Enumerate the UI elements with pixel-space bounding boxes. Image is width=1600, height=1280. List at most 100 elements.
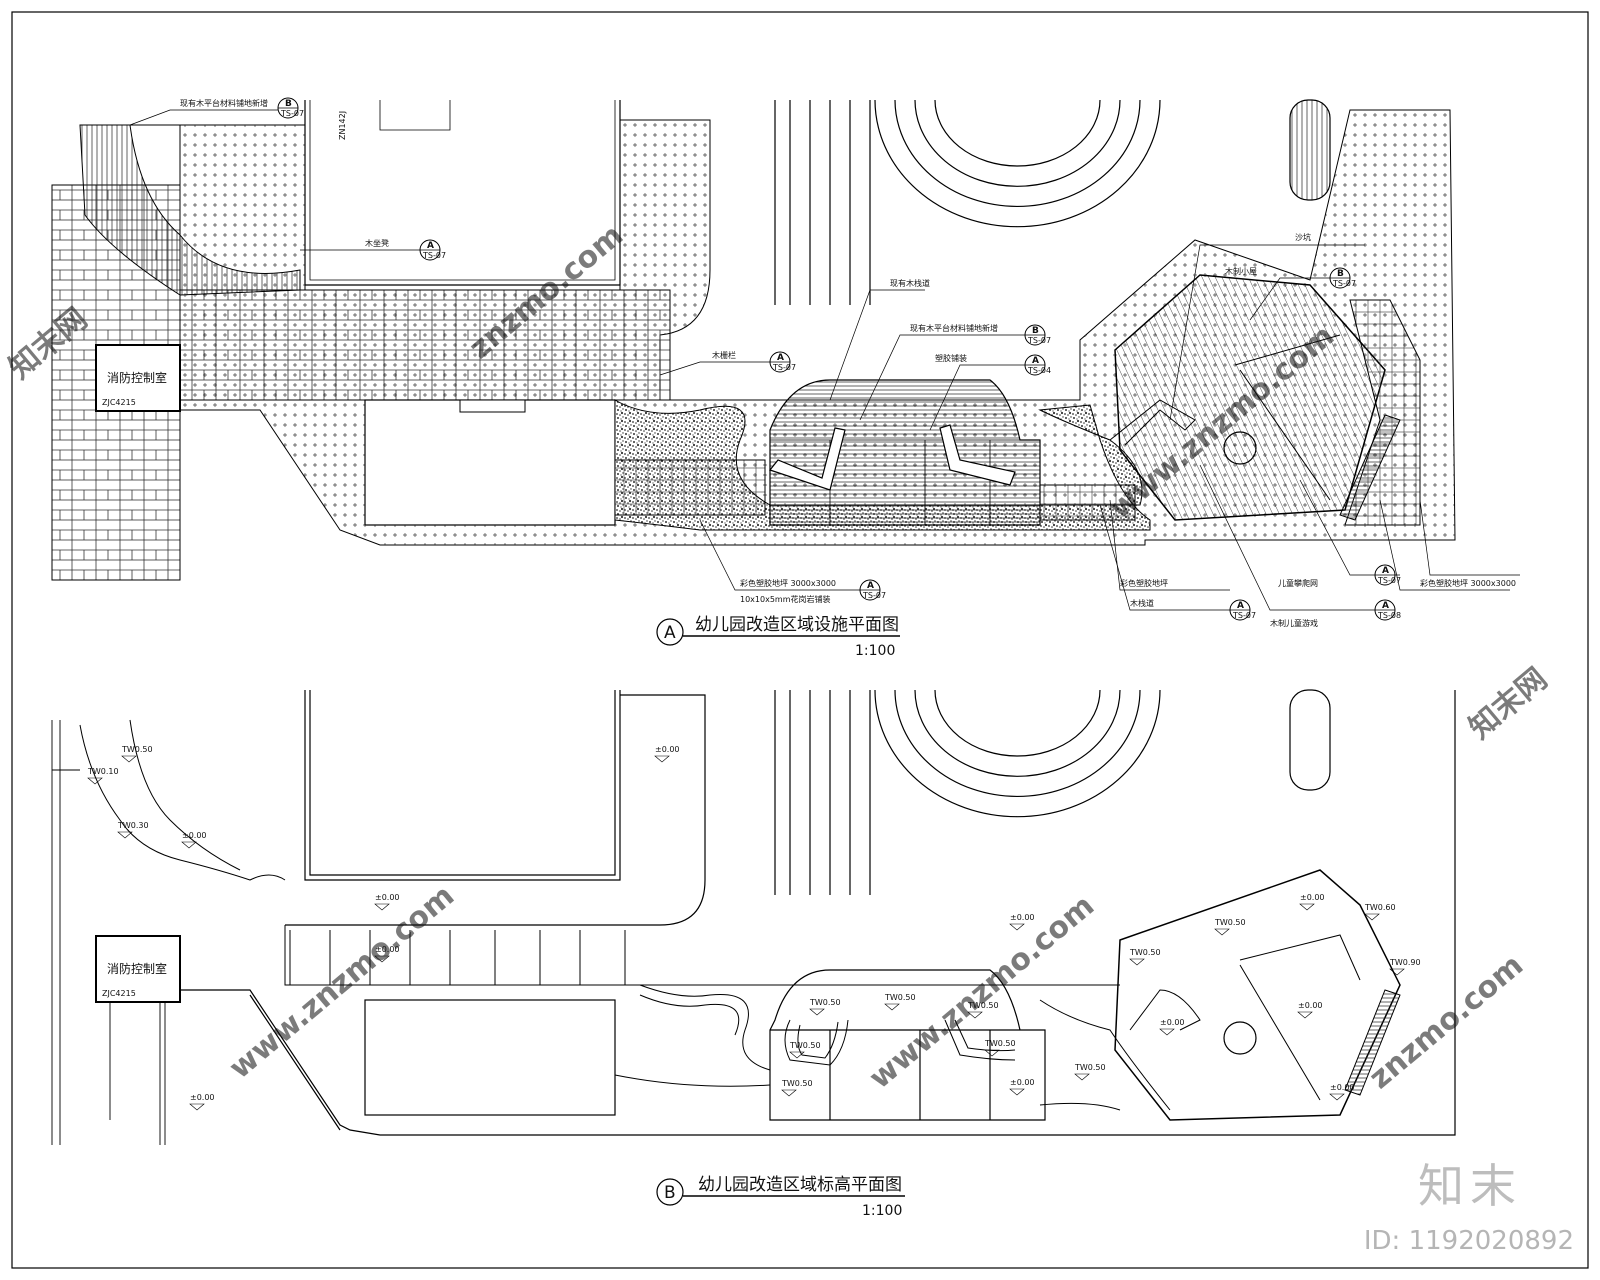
plan-b-stair [1344, 989, 1401, 1096]
plan-a-tile-mid [1039, 484, 1136, 521]
plan-b-stage-seat-left [784, 1019, 849, 1066]
elevation-marker: TW0.50 [884, 993, 916, 1011]
svg-text:TS-07: TS-07 [1232, 611, 1256, 620]
svg-text:TW0.50: TW0.50 [884, 993, 916, 1002]
section-tag[interactable]: BTS-07 [1024, 324, 1051, 346]
plan-a-scale: 1:100 [855, 643, 895, 659]
plan-b-scale: 1:100 [862, 1203, 902, 1219]
plan-a-stage-seat-left [768, 427, 846, 491]
plan-b-marker: B [664, 1183, 676, 1203]
plan-a-label-11: 10x10x5mm花岗岩铺装 [740, 594, 831, 604]
section-tag[interactable]: ATS-07 [1374, 564, 1401, 586]
svg-text:TS-07: TS-07 [422, 251, 446, 260]
svg-text:TW0.10: TW0.10 [87, 767, 119, 776]
svg-text:±0.00: ±0.00 [375, 945, 400, 954]
plan-a-section-tags: BTS-07 ATS-07 ATS-07 BTS-07 ATS-04 ATS-0… [277, 97, 1401, 621]
elevation-marker: TW0.50 [789, 1041, 821, 1059]
section-tag[interactable]: ATS-07 [859, 579, 886, 601]
svg-text:B: B [1032, 326, 1039, 336]
plan-a-fire-room [95, 344, 181, 412]
svg-text:TW0.50: TW0.50 [789, 1041, 821, 1050]
svg-text:A: A [1382, 566, 1389, 576]
plan-a-label-12: 木栈道 [1130, 598, 1154, 608]
elevation-marker: TW0.30 [117, 821, 149, 839]
section-tag[interactable]: ATS-08 [1374, 599, 1401, 621]
svg-text:A: A [1032, 356, 1039, 366]
plan-a-title-block: A 幼儿园改造区域设施平面图 1:100 [656, 615, 900, 659]
svg-text:TW0.50: TW0.50 [781, 1079, 813, 1088]
plan-b: 消防控制室 ZJC4215 TW0.10 TW0.50 TW0.30 ±0.00 [51, 689, 1456, 1219]
elevation-marker: ±0.00 [189, 1093, 215, 1111]
section-tag[interactable]: BTS-07 [1329, 267, 1356, 289]
elevation-marker: TW0.50 [809, 998, 841, 1016]
svg-text:TW0.50: TW0.50 [1214, 918, 1246, 927]
svg-text:TW0.50: TW0.50 [809, 998, 841, 1007]
plan-a-wood-stage [769, 379, 1041, 526]
svg-text:TW0.90: TW0.90 [1389, 958, 1421, 967]
svg-text:TW0.50: TW0.50 [121, 745, 153, 754]
svg-text:TS-07: TS-07 [1027, 336, 1051, 345]
svg-text:TS-07: TS-07 [280, 109, 304, 118]
section-tag[interactable]: ATS-07 [1229, 599, 1256, 621]
plan-a-capsule [1289, 99, 1331, 201]
plan-b-tree-circle [1223, 1021, 1257, 1055]
plan-a-label-5: 沙坑 [1295, 232, 1311, 242]
plan-a-label-13: 彩色塑胶地坪 [1120, 578, 1168, 588]
plan-a-track [774, 99, 1161, 305]
section-tag[interactable]: BTS-07 [277, 97, 304, 119]
svg-text:TS-07: TS-07 [772, 363, 796, 372]
svg-text:±0.00: ±0.00 [375, 893, 400, 902]
svg-text:±0.00: ±0.00 [1010, 1078, 1035, 1087]
elevation-marker: TW0.50 [1214, 918, 1246, 936]
elevation-marker: ±0.00 [1329, 1083, 1355, 1101]
plan-a-wood-deck-curved [79, 124, 301, 296]
svg-text:±0.00: ±0.00 [182, 831, 207, 840]
plan-a-title: 幼儿园改造区域设施平面图 [695, 615, 899, 635]
elevation-marker: TW0.50 [121, 745, 153, 763]
plan-a-brick-strip [179, 289, 671, 401]
svg-text:±0.00: ±0.00 [1010, 913, 1035, 922]
svg-text:A: A [1237, 601, 1244, 611]
svg-text:TS-08: TS-08 [1377, 611, 1401, 620]
svg-text:B: B [285, 99, 292, 109]
svg-text:知末网: 知末网 [1463, 661, 1554, 746]
plan-a-label-6: 现有木平台材料铺地新增 [910, 323, 998, 333]
plan-a-room-tag: ZN142J [338, 111, 347, 140]
svg-text:TW0.60: TW0.60 [1364, 903, 1396, 912]
sheet-border [11, 11, 1589, 1269]
plan-a-label-15: 彩色塑胶地坪 3000x3000 [1420, 578, 1516, 588]
svg-text:±0.00: ±0.00 [1330, 1083, 1355, 1092]
section-tag[interactable]: ATS-04 [1024, 354, 1051, 376]
plan-b-building-outline [285, 690, 706, 926]
elevation-marker: TW0.50 [984, 1039, 1016, 1057]
plan-b-track [774, 689, 1161, 895]
plan-b-paving-outline [284, 925, 1120, 986]
plan-a-tile-left [614, 459, 766, 516]
section-tag[interactable]: ATS-07 [769, 351, 796, 373]
plan-a-marker: A [664, 623, 676, 643]
svg-text:A: A [777, 353, 784, 363]
plan-b-fire-room-label: 消防控制室 [107, 961, 167, 976]
plan-a-fire-room-label: 消防控制室 [107, 370, 167, 385]
svg-text:TS-04: TS-04 [1027, 366, 1051, 375]
plan-b-hex-inner [1129, 934, 1361, 1101]
watermark-id: ID: 1192020892 [1363, 1226, 1574, 1256]
elevation-marker: TW0.50 [1129, 948, 1161, 966]
svg-text:TW0.50: TW0.50 [967, 1001, 999, 1010]
plan-b-site-outline [180, 690, 1456, 1136]
svg-text:±0.00: ±0.00 [190, 1093, 215, 1102]
section-tag[interactable]: ATS-07 [419, 239, 446, 261]
elevation-marker: TW0.10 [87, 767, 119, 785]
watermark-brand: 知末 [1418, 1159, 1522, 1213]
plan-b-stage-seat-right [944, 1019, 1016, 1061]
svg-text:±0.00: ±0.00 [655, 745, 680, 754]
svg-text:±0.00: ±0.00 [1298, 1001, 1323, 1010]
plan-a-white-block [364, 399, 616, 526]
plan-a-label-2: 木坐凳 [365, 238, 389, 248]
elevation-marker: ±0.00 [1159, 1018, 1185, 1036]
elevation-marker: ±0.00 [1009, 1078, 1035, 1096]
plan-a-stair-right [1339, 414, 1401, 521]
svg-text:A: A [867, 581, 874, 591]
plan-a-white-block-top [459, 399, 526, 413]
plan-a-tree-circle [1223, 431, 1257, 465]
